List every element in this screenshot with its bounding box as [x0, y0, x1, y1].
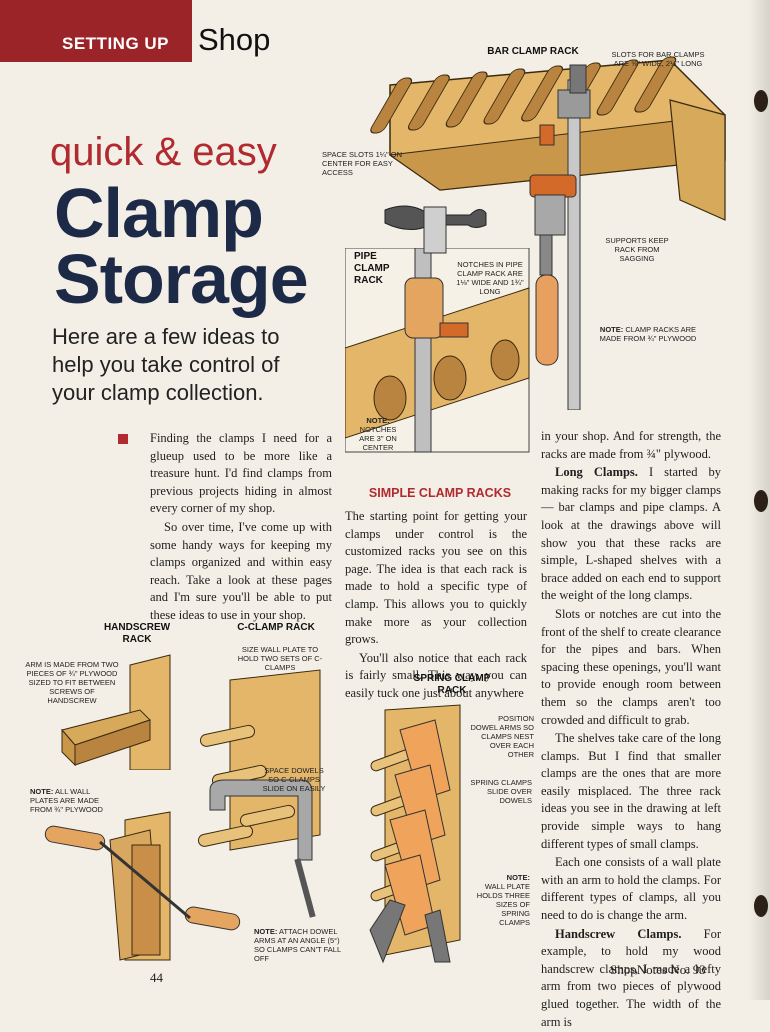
notches-label: NOTCHES IN PIPE CLAMP RACK ARE 1⅛" WIDE … [456, 260, 524, 296]
note-pipe-text: NOTCHES ARE 3" ON CENTER [359, 425, 397, 452]
column-1-text: Finding the clamps I need for a glueup u… [150, 430, 332, 626]
section-tab [0, 0, 192, 62]
note-spring-heading: NOTE: [506, 873, 530, 882]
col1-paragraph-1: Finding the clamps I need for a glueup u… [150, 431, 332, 516]
supports-label: SUPPORTS KEEP RACK FROM SAGGING [605, 236, 669, 263]
note-bar-heading: NOTE: [599, 325, 624, 334]
pipe-clamp-rack-illustration [345, 248, 530, 453]
col3-paragraph-3: The shelves take care of the long clamps… [541, 731, 721, 851]
note-dowel-label: NOTE: ATTACH DOWEL ARMS AT AN ANGLE (5°)… [254, 927, 352, 963]
pipe-clamp-handle-illustration [384, 205, 487, 254]
column-2-text: The starting point for getting your clam… [345, 508, 527, 704]
col3-paragraph-4: Each one consists of a wall plate with a… [541, 855, 721, 923]
title-line-1: Clamp [54, 174, 264, 252]
space-dowels-label: SPACE DOWELS SO C-CLAMPS SLIDE ON EASILY [262, 766, 326, 793]
note-wall-label: NOTE: ALL WALL PLATES ARE MADE FROM ¾" P… [30, 787, 120, 814]
handscrew-clamps-heading: Handscrew Clamps. [555, 926, 682, 941]
spring-clamp-rack-illustration [369, 704, 461, 964]
handscrew-rack-title: HANDSCREW RACK [103, 622, 171, 645]
handscrew-clamp-illustration [44, 811, 241, 961]
slots-label: SLOTS FOR BAR CLAMPS ARE ⅝" WIDE, 2½" LO… [611, 50, 705, 68]
simple-clamp-racks-heading: SIMPLE CLAMP RACKS [368, 486, 512, 500]
long-clamps-heading: Long Clamps. [555, 465, 638, 480]
bar-clamp-rack-illustration [370, 56, 726, 410]
section-label-shop: Shop [198, 22, 271, 57]
col3-paragraph-1-text: I started by making racks for my bigger … [541, 465, 721, 603]
bar-clamp-rack-title: BAR CLAMP RACK [487, 46, 579, 57]
bullet-marker [118, 434, 128, 444]
title-kicker: quick & easy [50, 130, 277, 174]
c-clamp-rack-illustration [197, 669, 321, 918]
space-slots-label: SPACE SLOTS 1¼" ON CENTER FOR EASY ACCES… [322, 150, 403, 177]
col2-paragraph-2: You'll also notice that each rack is fai… [345, 650, 527, 700]
note-spring-text: WALL PLATE HOLDS THREE SIZES OF SPRING C… [476, 882, 530, 927]
section-label: SETTING UP [62, 34, 170, 53]
note-bar-label: NOTE: CLAMP RACKS ARE MADE FROM ¾" PLYWO… [598, 325, 698, 343]
col2-paragraph-1: The starting point for getting your clam… [345, 509, 527, 647]
size-wall-label: SIZE WALL PLATE TO HOLD TWO SETS OF C-CL… [237, 645, 323, 672]
note-wall-heading: NOTE: [30, 787, 54, 796]
col3-paragraph-0: in your shop. And for strength, the rack… [541, 429, 721, 461]
binding-hole [754, 90, 768, 112]
note-wall-text: ALL WALL PLATES ARE MADE FROM ¾" PLYWOOD [30, 787, 103, 814]
col1-paragraph-2: So over time, I've come up with some han… [150, 519, 332, 622]
col3-paragraph-2: Slots or notches are cut into the front … [541, 606, 721, 727]
col3-paragraph-1: Long Clamps. I started by making racks f… [541, 464, 721, 605]
arm-made-label: ARM IS MADE FROM TWO PIECES OF ¾" PLYWOO… [25, 660, 119, 705]
note-spring-label: NOTE: WALL PLATE HOLDS THREE SIZES OF SP… [472, 873, 530, 927]
handscrew-rack-illustration [61, 654, 171, 770]
spring-clamp-rack-title: SPRING CLAMP RACK [413, 673, 491, 696]
column-3-text: in your shop. And for strength, the rack… [541, 428, 721, 1032]
publication-footer: ShopNotes No. 93 [610, 962, 706, 977]
note-pipe-heading: NOTE: [366, 416, 390, 425]
note-dowel-heading: NOTE: [254, 927, 278, 936]
c-clamp-rack-title: C-CLAMP RACK [237, 622, 315, 633]
pipe-clamp-rack-title: PIPE CLAMP RACK [354, 251, 390, 286]
subtitle: Here are a few ideas to help you take co… [52, 324, 280, 405]
binding-hole [754, 490, 768, 512]
note-bar-text: CLAMP RACKS ARE MADE FROM ¾" PLYWOOD [599, 325, 697, 343]
title-line-2: Storage [54, 240, 309, 318]
position-dowel-label: POSITION DOWEL ARMS SO CLAMPS NEST OVER … [470, 714, 534, 759]
note-pipe-label: NOTE: NOTCHES ARE 3" ON CENTER [352, 416, 404, 452]
col3-paragraph-5: Handscrew Clamps. For example, to hold m… [541, 926, 721, 1032]
note-dowel-text: ATTACH DOWEL ARMS AT AN ANGLE (5°) SO CL… [254, 927, 341, 963]
page-number: 44 [150, 970, 163, 985]
spring-slide-label: SPRING CLAMPS SLIDE OVER DOWELS [470, 778, 532, 805]
binding-hole [754, 895, 768, 917]
